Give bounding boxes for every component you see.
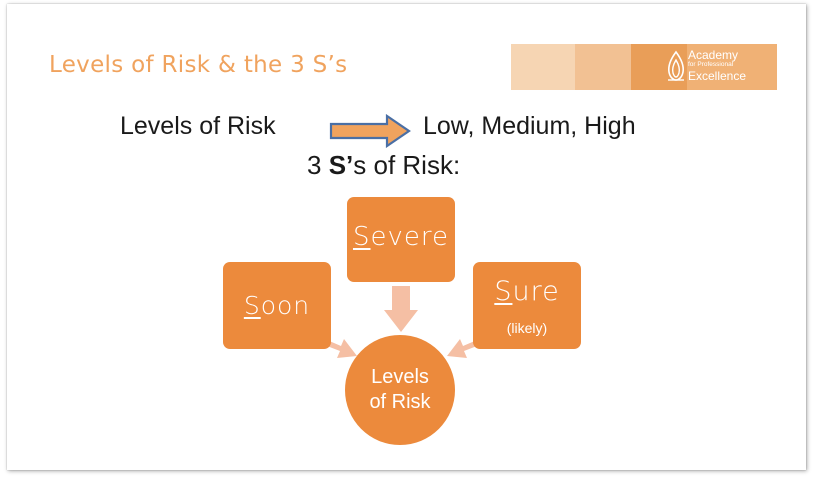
levels-line: Levels of Risk Low, Medium, High — [7, 112, 806, 148]
heading-bold-s: S’ — [328, 150, 354, 180]
circle-label: Levels of Risk — [345, 365, 455, 415]
severe-label: Severe — [352, 222, 449, 252]
heading-prefix: 3 — [307, 150, 329, 180]
risk-levels-text: Low, Medium, High — [423, 112, 636, 140]
banner-band — [511, 44, 575, 90]
banner-band — [631, 44, 687, 90]
sure-label: Sure — [494, 276, 560, 307]
soon-box: Soon — [223, 262, 331, 349]
banner-band — [687, 44, 777, 90]
flame-logo-icon — [667, 50, 685, 81]
diagonal-arrow-icon — [327, 339, 357, 358]
circle-line: of Risk — [369, 391, 431, 413]
logo-line: Academy — [688, 48, 739, 62]
down-arrow-icon — [384, 286, 418, 332]
right-arrow-icon — [329, 114, 411, 148]
slide: Levels of Risk & the 3 S’s Academy for P… — [7, 4, 806, 470]
levels-of-risk-text: Levels of Risk — [120, 112, 276, 140]
header-banner: Academy for Professional Excellence — [511, 44, 777, 90]
circle-line: Levels — [371, 366, 429, 388]
slide-title: Levels of Risk & the 3 S’s — [49, 52, 348, 78]
academy-logo: Academy for Professional Excellence — [666, 48, 776, 86]
diagonal-arrow-icon — [447, 339, 477, 358]
sure-note: (likely) — [506, 320, 548, 336]
heading-suffix: s of Risk: — [353, 150, 461, 180]
logo-line: for Professional — [688, 61, 734, 68]
logo-text: Academy for Professional Excellence — [688, 49, 746, 82]
logo-line: Excellence — [688, 68, 747, 83]
sure-box: Sure (likely) — [473, 262, 581, 349]
banner-band — [575, 44, 631, 90]
soon-label: Soon — [243, 291, 311, 320]
levels-of-risk-circle: Levels of Risk — [345, 335, 455, 445]
severe-box: Severe — [347, 197, 455, 282]
